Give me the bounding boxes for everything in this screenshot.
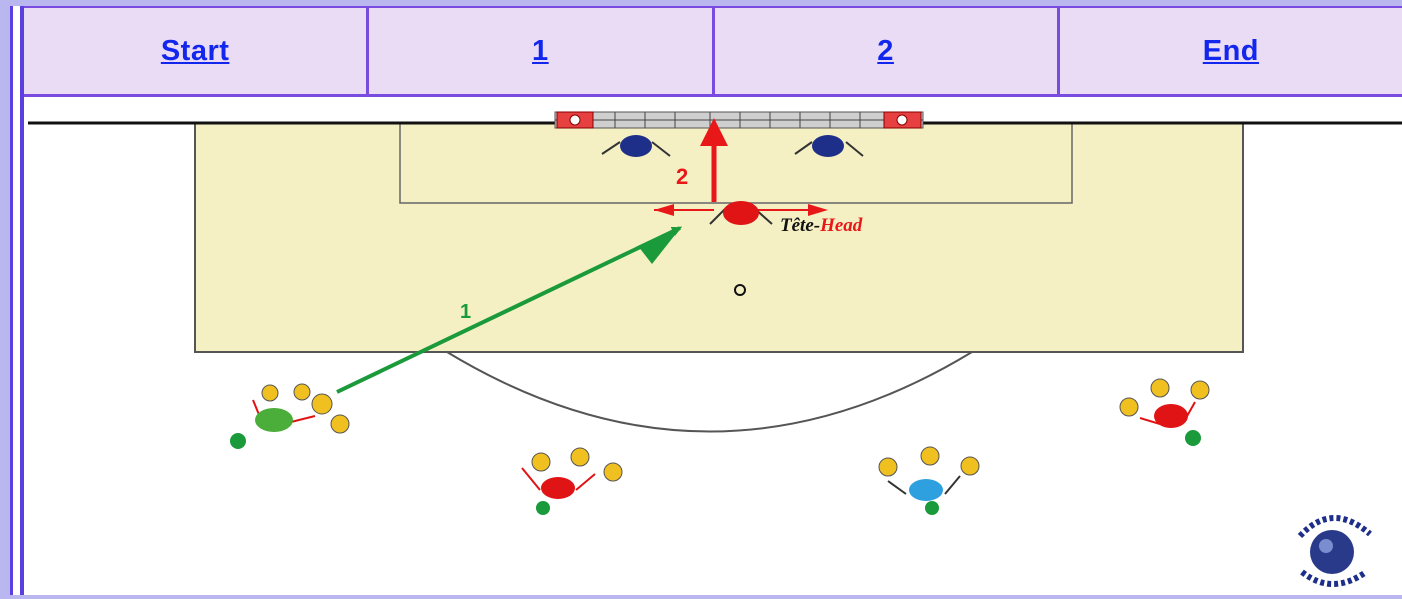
tab-end: End xyxy=(1060,8,1402,94)
tab-step-2: 2 xyxy=(715,8,1060,94)
tab-step-1-link[interactable]: 1 xyxy=(532,34,549,67)
pitch-diagram: 1 2 Tête-Head xyxy=(28,111,1402,587)
blue-player-group xyxy=(878,446,980,515)
defender-right xyxy=(794,135,864,157)
tab-end-link[interactable]: End xyxy=(1202,34,1260,67)
defender-left xyxy=(601,135,671,157)
tab-start-link[interactable]: Start xyxy=(160,34,230,67)
pass-arrow xyxy=(336,226,682,394)
pass-arrow-head xyxy=(638,226,682,264)
left-border xyxy=(10,6,13,595)
heading-player xyxy=(654,201,828,225)
football-logo xyxy=(1297,515,1372,587)
penalty-spot xyxy=(734,284,746,296)
head-label: Tête-Head xyxy=(780,215,863,236)
goal-area xyxy=(399,122,1073,204)
red-player-group-right xyxy=(1119,378,1210,446)
red-player-group-center xyxy=(521,447,623,515)
head-label-suffix: Head xyxy=(819,215,863,236)
tab-start: Start xyxy=(24,8,370,94)
exercise-frame: Start 1 2 End xyxy=(10,6,1402,595)
pass-label: 1 xyxy=(460,301,471,323)
shot-label: 2 xyxy=(676,164,688,189)
green-player-group xyxy=(230,383,350,449)
penalty-arc xyxy=(446,351,973,433)
tab-step-1: 1 xyxy=(369,8,715,94)
tab-step-2-link[interactable]: 2 xyxy=(877,34,894,67)
goal xyxy=(554,111,924,129)
shot-arrow-head xyxy=(700,118,728,146)
head-label-prefix: Tête- xyxy=(780,215,820,236)
step-tabs: Start 1 2 End xyxy=(24,6,1402,97)
left-border-inner xyxy=(20,6,24,595)
